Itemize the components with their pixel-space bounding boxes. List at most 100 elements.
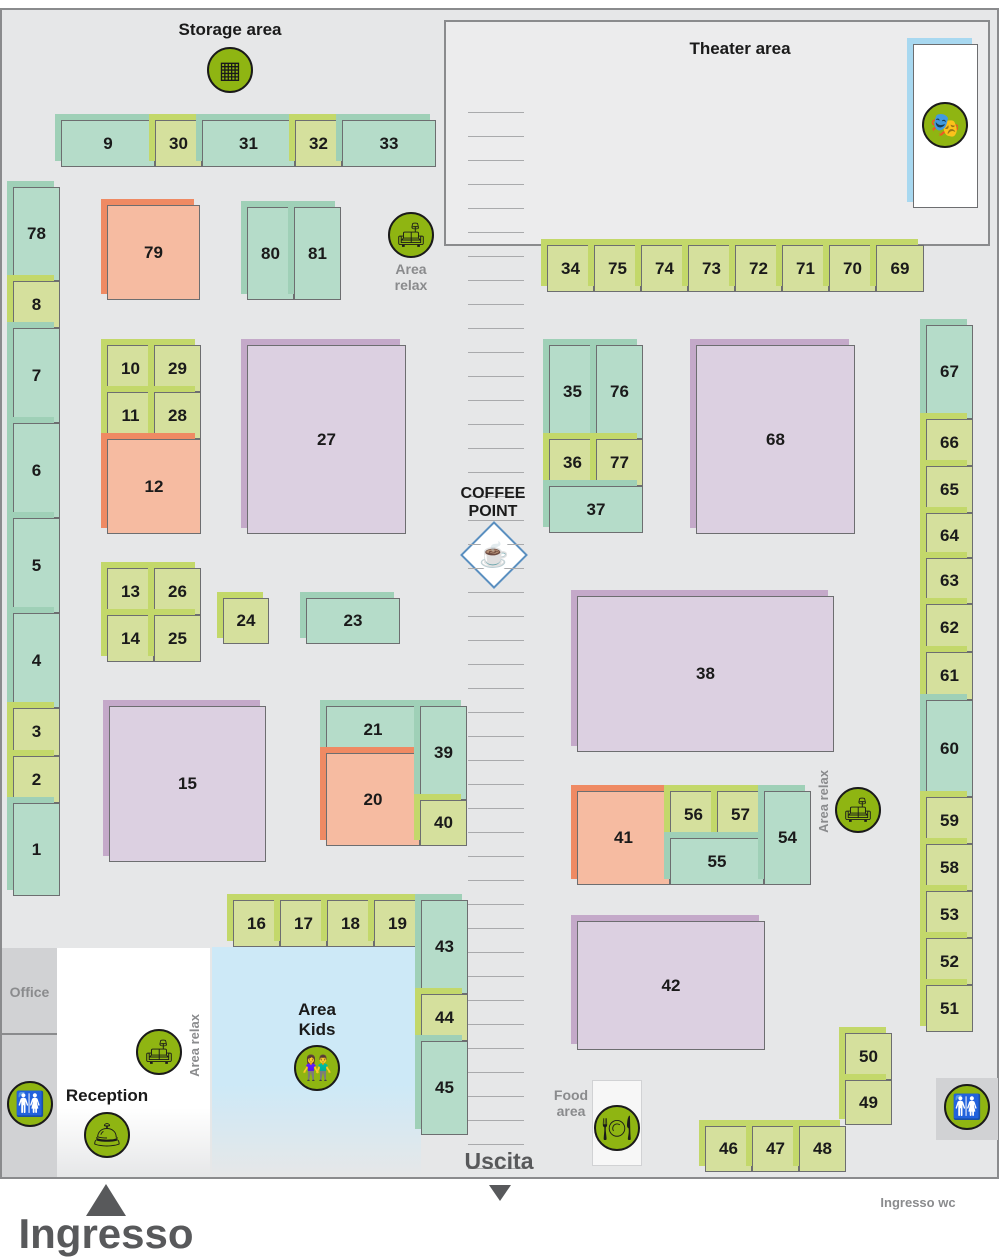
booth-79[interactable]: 79 [107,205,200,300]
armchair-icon: 🛋 [835,787,881,833]
booth-76[interactable]: 76 [596,345,643,439]
booth-25[interactable]: 25 [154,615,201,662]
booth-30[interactable]: 30 [155,120,202,167]
booth-62[interactable]: 62 [926,604,973,652]
booth-63[interactable]: 63 [926,558,973,604]
booth-64[interactable]: 64 [926,513,973,558]
booth-65[interactable]: 65 [926,466,973,513]
booth-69[interactable]: 69 [876,245,924,292]
booth-4[interactable]: 4 [13,613,60,708]
booth-18[interactable]: 18 [327,900,374,947]
booth-61[interactable]: 61 [926,652,973,700]
booth-31[interactable]: 31 [202,120,295,167]
booth-33[interactable]: 33 [342,120,436,167]
booth-77[interactable]: 77 [596,439,643,486]
booth-20[interactable]: 20 [326,753,420,846]
booth-50[interactable]: 50 [845,1033,892,1080]
booth-60[interactable]: 60 [926,700,973,797]
booth-26[interactable]: 26 [154,568,201,615]
theater-area [444,20,990,246]
booth-71[interactable]: 71 [782,245,829,292]
booth-68[interactable]: 68 [696,345,855,534]
kids-icon: 👫 [294,1045,340,1091]
restroom-icon: 🚻 [7,1081,53,1127]
booth-78[interactable]: 78 [13,187,60,281]
booth-51[interactable]: 51 [926,985,973,1032]
booth-6[interactable]: 6 [13,423,60,518]
booth-54[interactable]: 54 [764,791,811,885]
booth-38[interactable]: 38 [577,596,834,752]
booth-37[interactable]: 37 [549,486,643,533]
booth-13[interactable]: 13 [107,568,154,615]
booth-41[interactable]: 41 [577,791,670,885]
booth-53[interactable]: 53 [926,891,973,938]
aisle-marking [468,784,524,785]
booth-52[interactable]: 52 [926,938,973,985]
booth-80[interactable]: 80 [247,207,294,300]
booth-2[interactable]: 2 [13,756,60,803]
booth-7[interactable]: 7 [13,328,60,423]
booth-3[interactable]: 3 [13,708,60,756]
booth-8[interactable]: 8 [13,281,60,328]
booth-16[interactable]: 16 [233,900,280,947]
booth-28[interactable]: 28 [154,392,201,439]
booth-36[interactable]: 36 [549,439,596,486]
booth-39[interactable]: 39 [420,706,467,800]
booth-12[interactable]: 12 [107,439,201,534]
booth-58[interactable]: 58 [926,844,973,891]
booth-1[interactable]: 1 [13,803,60,896]
booth-70[interactable]: 70 [829,245,876,292]
booth-73[interactable]: 73 [688,245,735,292]
booth-67[interactable]: 67 [926,325,973,419]
booth-46[interactable]: 46 [705,1126,752,1172]
coffee-point-label: COFFEE POINT [460,485,526,521]
booth-27[interactable]: 27 [247,345,406,534]
booth-48[interactable]: 48 [799,1126,846,1172]
booth-74[interactable]: 74 [641,245,688,292]
booth-14[interactable]: 14 [107,615,154,662]
booth-57[interactable]: 57 [717,791,764,838]
booth-32[interactable]: 32 [295,120,342,167]
booth-21[interactable]: 21 [326,706,420,753]
booth-23[interactable]: 23 [306,598,400,644]
aisle-marking [468,1072,524,1073]
booth-55[interactable]: 55 [670,838,764,885]
booth-5[interactable]: 5 [13,518,60,613]
booth-19[interactable]: 19 [374,900,421,947]
aisle-marking [468,904,524,905]
aisle-marking [468,496,524,497]
booth-56[interactable]: 56 [670,791,717,838]
booth-47[interactable]: 47 [752,1126,799,1172]
reception-icon: 🛎 [84,1112,130,1158]
aisle-marking [468,160,524,161]
entrance-arrow-icon [86,1184,126,1216]
booth-35[interactable]: 35 [549,345,596,439]
booth-81[interactable]: 81 [294,207,341,300]
exit-label: Uscita [464,1148,534,1174]
office-label: Office [9,984,50,1000]
booth-44[interactable]: 44 [421,994,468,1041]
booth-17[interactable]: 17 [280,900,327,947]
booth-10[interactable]: 10 [107,345,154,392]
booth-66[interactable]: 66 [926,419,973,466]
storage-area-label: Storage area [178,20,282,39]
booth-29[interactable]: 29 [154,345,201,392]
booth-24[interactable]: 24 [223,598,269,644]
booth-43[interactable]: 43 [421,900,468,994]
aisle-marking [468,952,524,953]
booth-75[interactable]: 75 [594,245,641,292]
booth-40[interactable]: 40 [420,800,467,846]
area-kids-label: Area Kids [298,1000,336,1039]
booth-11[interactable]: 11 [107,392,154,439]
booth-45[interactable]: 45 [421,1041,468,1135]
booth-59[interactable]: 59 [926,797,973,844]
booth-72[interactable]: 72 [735,245,782,292]
booth-49[interactable]: 49 [845,1080,892,1125]
booth-34[interactable]: 34 [547,245,594,292]
booth-42[interactable]: 42 [577,921,765,1050]
booth-9[interactable]: 9 [61,120,155,167]
storage-icon: ▦ [207,47,253,93]
aisle-marking [468,352,524,353]
theater-area-label: Theater area [689,39,791,58]
booth-15[interactable]: 15 [109,706,266,862]
